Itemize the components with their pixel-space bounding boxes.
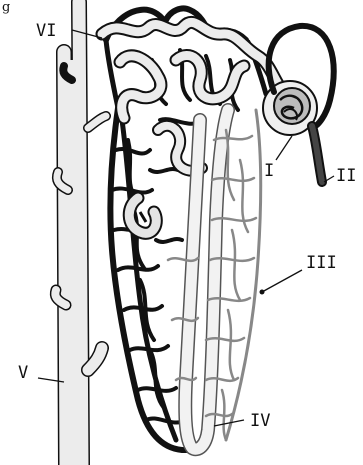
- label-text-VI: VI: [36, 21, 56, 41]
- label-V: V: [18, 363, 64, 383]
- label-III: III: [260, 253, 337, 295]
- leader-line-III: [262, 270, 302, 292]
- label-text-III: III: [306, 253, 337, 273]
- label-VI: VI: [36, 21, 102, 41]
- leader-line-I: [276, 136, 292, 160]
- leader-dot-III: [260, 290, 265, 295]
- collecting-duct: [55, 2, 106, 465]
- label-text-II: II: [336, 166, 356, 186]
- glomerulus: [263, 26, 334, 182]
- label-text-I: I: [264, 161, 274, 181]
- label-IV: IV: [214, 411, 270, 431]
- caption-fragment: g: [2, 0, 10, 15]
- label-II: II: [324, 166, 356, 186]
- label-I: I: [264, 136, 292, 181]
- label-text-V: V: [18, 363, 28, 383]
- label-text-IV: IV: [250, 411, 270, 431]
